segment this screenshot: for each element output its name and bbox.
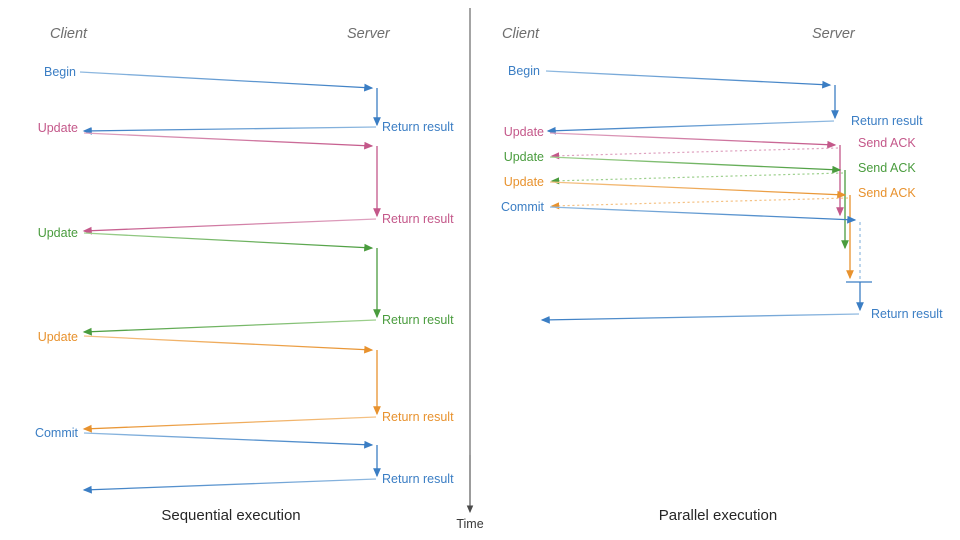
arrow-update-2 [83, 232, 374, 252]
label-update-2-parallel: Update [504, 150, 544, 164]
label-return-update-1: Return result [382, 212, 454, 226]
arrow-update-1 [83, 132, 374, 150]
label-update-3: Update [38, 330, 78, 344]
arrow-commit [83, 432, 374, 449]
arrow-return-update-1 [82, 218, 377, 235]
arrow-begin [79, 71, 374, 92]
label-return-update-3: Return result [382, 410, 454, 424]
label-begin-parallel: Begin [508, 64, 540, 78]
label-return-begin-parallel: Return result [851, 114, 923, 128]
label-commit-parallel: Commit [501, 200, 545, 214]
arrow-return-commit [82, 478, 377, 494]
label-begin: Begin [44, 65, 76, 79]
label-update-1: Update [38, 121, 78, 135]
panel-sequential: Client Server Begin Return result Update… [35, 26, 454, 524]
lane-header-client-parallel: Client [502, 26, 540, 42]
label-ack-2-parallel: Send ACK [858, 161, 916, 175]
arrow-ack-2-parallel [550, 172, 844, 185]
arrow-update-2-parallel [549, 156, 842, 174]
label-update-2: Update [38, 226, 78, 240]
label-ack-1-parallel: Send ACK [858, 136, 916, 150]
label-return-update-2: Return result [382, 313, 454, 327]
caption-parallel: Parallel execution [659, 507, 777, 524]
arrow-return-update-3 [82, 416, 377, 433]
label-update-3-parallel: Update [504, 175, 544, 189]
label-ack-3-parallel: Send ACK [858, 186, 916, 200]
caption-sequential: Sequential execution [161, 507, 300, 524]
time-axis-label: Time [456, 517, 483, 531]
label-return-commit-parallel: Return result [871, 307, 943, 321]
arrow-update-1-parallel [549, 132, 837, 149]
panel-parallel: Client Server Begin Return result Update… [501, 26, 943, 524]
arrow-update-3-parallel [549, 181, 847, 199]
label-commit: Commit [35, 426, 79, 440]
lane-header-client: Client [50, 26, 88, 42]
lane-header-server: Server [347, 26, 391, 42]
label-return-begin: Return result [382, 120, 454, 134]
lane-header-server-parallel: Server [812, 26, 856, 42]
arrow-ack-3-parallel [550, 197, 849, 210]
arrow-ack-1-parallel [550, 147, 839, 160]
arrow-return-commit-parallel [540, 313, 860, 324]
arrow-update-3 [83, 335, 374, 354]
label-update-1-parallel: Update [504, 125, 544, 139]
label-return-commit: Return result [382, 472, 454, 486]
arrow-commit-parallel [549, 206, 857, 224]
arrow-return-begin [82, 126, 377, 135]
arrow-return-begin-parallel [546, 120, 835, 135]
arrow-return-update-2 [82, 319, 377, 336]
arrow-begin-parallel [545, 70, 832, 89]
